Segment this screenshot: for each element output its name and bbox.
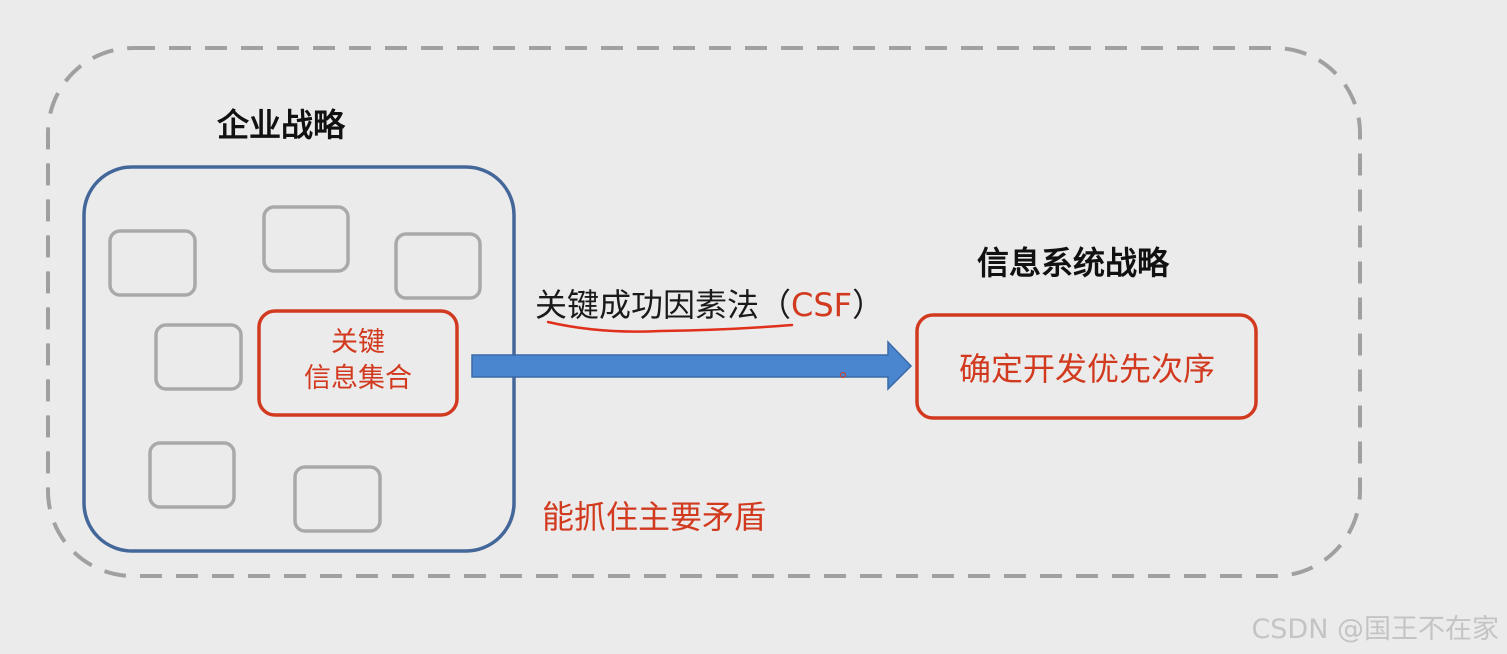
csf-method-name: 关键成功因素法（ (535, 286, 792, 324)
is-strategy-title: 信息系统战略 (977, 244, 1170, 282)
strategy-element-box (293, 465, 382, 533)
key-info-set-box (257, 309, 459, 417)
key-info-line2: 信息集合 (304, 363, 412, 394)
grasp-contradiction-label: 能抓住主要矛盾 (542, 498, 767, 536)
strategy-element-box (262, 205, 350, 273)
key-info-line1: 关键 (331, 327, 385, 358)
strategy-element-box (148, 441, 236, 509)
flow-arrow (471, 340, 913, 391)
priority-label: 确定开发优先次序 (958, 350, 1215, 388)
strategy-element-box (108, 229, 197, 297)
cursor-dot (840, 372, 846, 378)
csf-abbreviation: CSF (791, 286, 853, 324)
csf-close-paren: ） (852, 286, 885, 324)
outer-dashed-boundary (46, 46, 1362, 578)
csf-method-label: 关键成功因素法（CSF） (535, 280, 884, 326)
key-info-set-label: 关键 信息集合 (262, 325, 454, 397)
enterprise-strategy-title: 企业战略 (217, 106, 346, 144)
strategy-element-box (154, 323, 243, 391)
strategy-element-box (394, 232, 482, 300)
method-underline (546, 320, 794, 333)
priority-box (915, 313, 1258, 420)
watermark: CSDN @国王不在家 (1251, 614, 1499, 645)
